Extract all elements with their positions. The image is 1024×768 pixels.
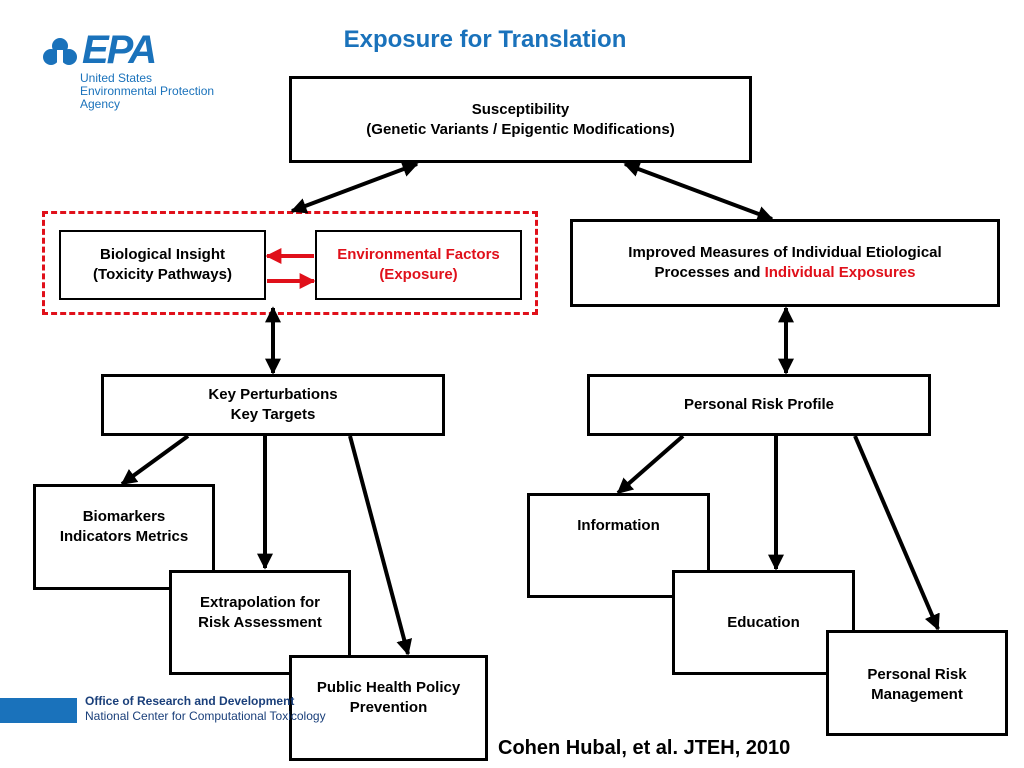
epa-agency-line: Agency xyxy=(80,97,121,111)
exposure-dashed-region xyxy=(42,211,538,315)
epa-agency-line: United States xyxy=(80,71,153,85)
epa-agency-name: United States Environmental Protection A… xyxy=(80,72,260,111)
box-label: Biological Insight xyxy=(99,246,225,263)
box-label: Key Perturbations xyxy=(208,386,338,403)
key-perturbations-box: Key Perturbations Key Targets xyxy=(101,374,445,436)
box-label: Indicators Metrics xyxy=(59,528,189,545)
footer-bar xyxy=(0,698,77,723)
box-label: Processes and xyxy=(654,264,765,281)
box-label: Environmental Factors xyxy=(337,246,500,263)
arrow-key-biomarkers xyxy=(120,434,190,486)
box-label: Prevention xyxy=(349,699,428,716)
personal-risk-profile-box: Personal Risk Profile xyxy=(587,374,931,436)
box-label: (Exposure) xyxy=(379,266,458,283)
box-label: Key Targets xyxy=(230,406,316,423)
box-label: Risk Assessment xyxy=(198,614,322,631)
arrow-susceptibility-biological xyxy=(290,161,419,214)
box-label: Education xyxy=(727,614,800,631)
box-label: Information xyxy=(577,517,660,534)
box-label-line: Processes and Individual Exposures xyxy=(655,263,916,283)
box-label: Public Health Policy xyxy=(316,679,461,696)
box-label: Personal Risk Profile xyxy=(683,396,835,413)
box-label: Susceptibility xyxy=(471,100,570,118)
epa-flower-icon xyxy=(43,38,77,70)
footer-office-line: Office of Research and Development xyxy=(85,694,295,708)
public-health-box: Public Health Policy Prevention xyxy=(289,655,488,761)
citation: Cohen Hubal, et al. JTEH, 2010 xyxy=(498,737,791,759)
box-label: Personal Risk xyxy=(867,666,967,683)
arrow-susceptibility-improved xyxy=(623,161,774,222)
box-label: Management xyxy=(871,686,963,703)
box-label: Biomarkers xyxy=(82,508,166,525)
box-label: Extrapolation for xyxy=(199,594,320,611)
footer-center-line: National Center for Computational Toxico… xyxy=(85,709,326,723)
environmental-factors-box: Environmental Factors (Exposure) xyxy=(315,230,522,300)
education-box: Education xyxy=(672,570,855,675)
box-label: Improved Measures of Individual Etiologi… xyxy=(628,244,942,261)
page-title: Exposure for Translation xyxy=(343,26,627,53)
arrow-profile-management xyxy=(853,435,940,631)
epa-agency-line: Environmental Protection xyxy=(80,84,215,98)
footer-office: Office of Research and Development Natio… xyxy=(85,694,326,724)
improved-measures-box: Improved Measures of Individual Etiologi… xyxy=(570,219,1000,307)
arrow-key-publichealth xyxy=(348,435,413,656)
arrow-profile-information xyxy=(616,434,685,495)
susceptibility-box: Susceptibility (Genetic Variants / Epige… xyxy=(289,76,752,163)
biological-insight-box: Biological Insight (Toxicity Pathways) xyxy=(59,230,266,300)
box-label: (Genetic Variants / Epigentic Modificati… xyxy=(366,120,675,138)
box-label: (Toxicity Pathways) xyxy=(93,266,232,283)
personal-risk-management-box: Personal Risk Management xyxy=(826,630,1008,736)
epa-wordmark: EPA xyxy=(82,28,157,72)
box-label-highlight: Individual Exposures xyxy=(764,264,916,281)
